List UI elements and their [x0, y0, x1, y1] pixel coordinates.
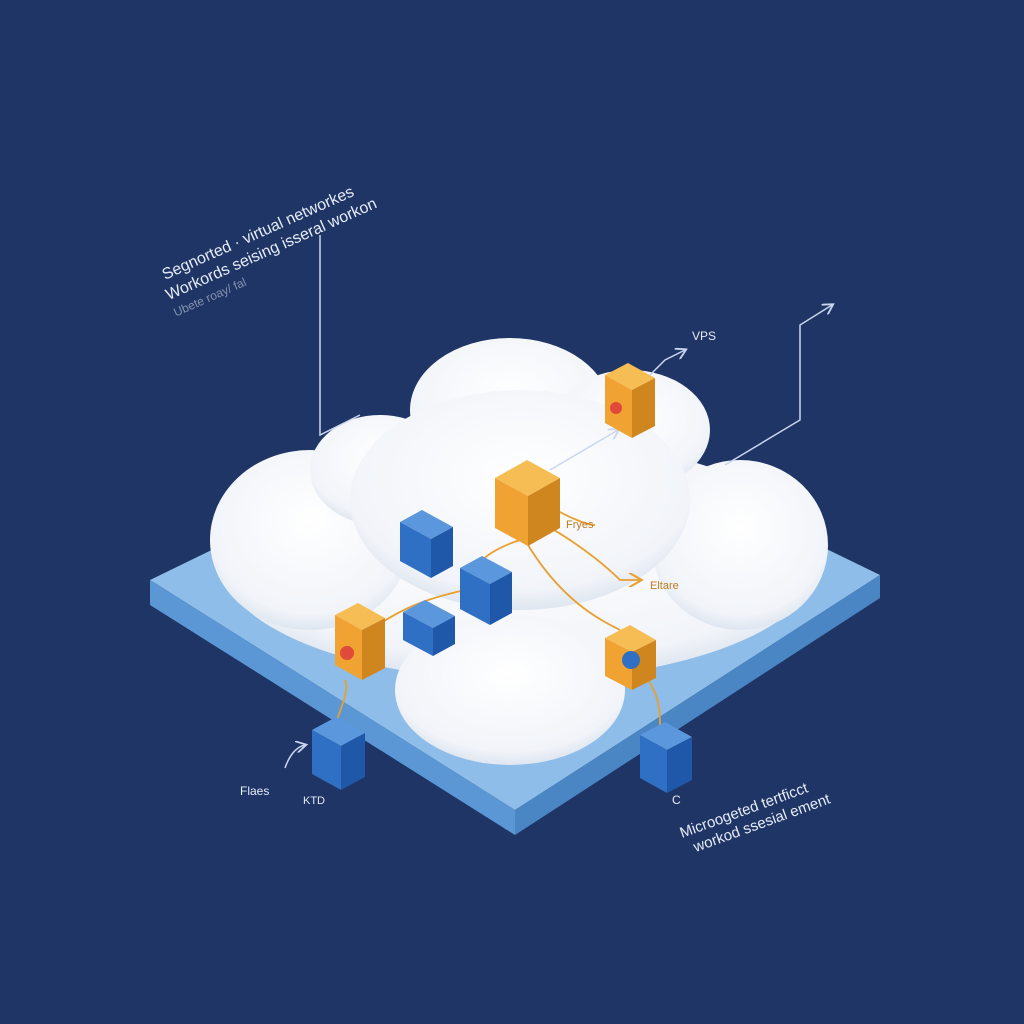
callout-lines: [284, 235, 832, 769]
label-vps: VPS: [692, 329, 716, 343]
blue-node-ktd[interactable]: [312, 717, 365, 790]
blue-node-1[interactable]: [400, 510, 453, 578]
annotation-workloads: Workords seising isseral workon: [163, 195, 379, 304]
orange-node-left[interactable]: [335, 603, 385, 680]
blue-node-c[interactable]: [640, 722, 692, 793]
label-eltare: Eltare: [650, 580, 679, 592]
label-ktd: KTD: [303, 795, 325, 807]
blue-node-2[interactable]: [460, 556, 512, 625]
label-fryes: Fryes: [566, 519, 594, 531]
orange-node-center[interactable]: [495, 460, 560, 546]
orange-node-top[interactable]: [605, 363, 655, 438]
label-c: C: [672, 793, 681, 807]
label-flaes: Flaes: [240, 784, 269, 798]
blue-node-3[interactable]: [403, 600, 455, 656]
orange-node-key[interactable]: [605, 625, 656, 690]
